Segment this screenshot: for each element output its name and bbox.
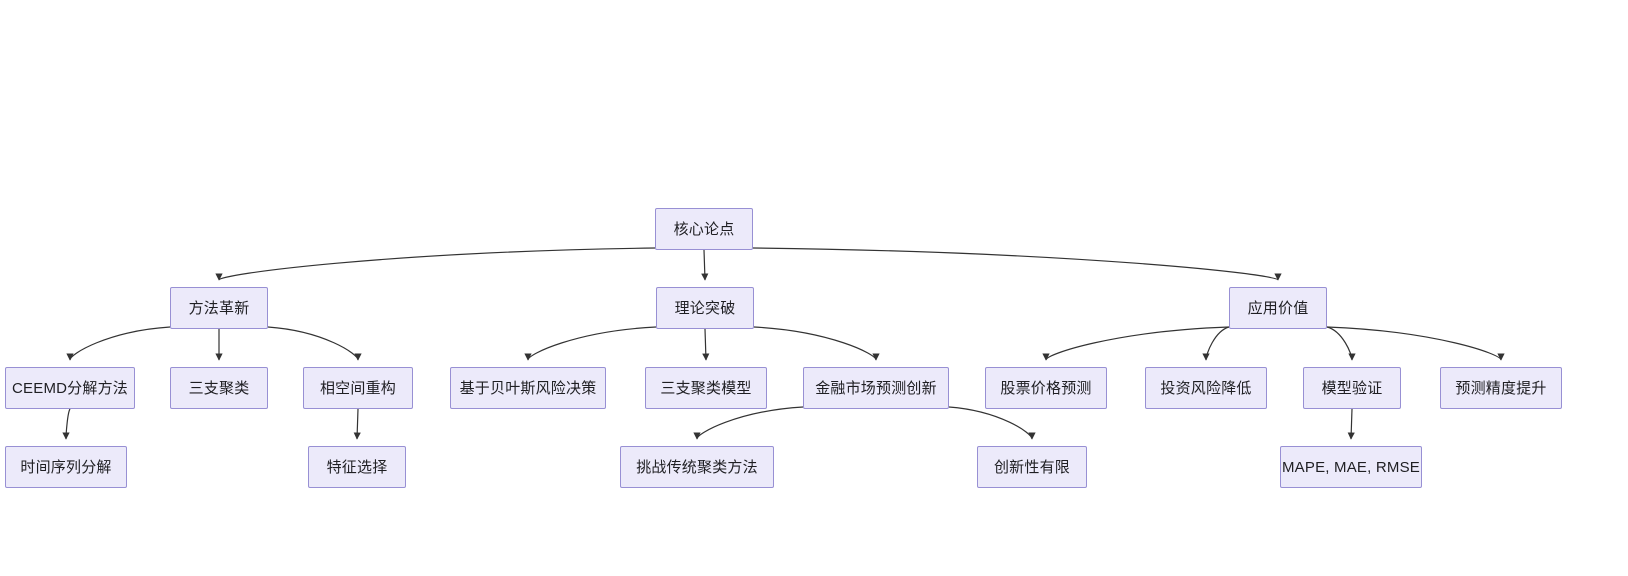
edge-root-to-m1 bbox=[215, 247, 656, 281]
edge-m3-to-c8 bbox=[1202, 326, 1230, 361]
node-label: CEEMD分解方法 bbox=[12, 379, 128, 397]
node-label: 基于贝叶斯风险决策 bbox=[459, 379, 597, 397]
edge-m2-to-c5 bbox=[702, 328, 710, 361]
node-c7[interactable]: 股票价格预测 bbox=[985, 367, 1107, 409]
edge-c9-to-d5 bbox=[1347, 408, 1355, 440]
edge-paths bbox=[62, 247, 1505, 440]
node-m3[interactable]: 应用价值 bbox=[1229, 287, 1327, 329]
node-c5[interactable]: 三支聚类模型 bbox=[645, 367, 767, 409]
edge-m1-to-c1 bbox=[66, 326, 171, 361]
node-label: 应用价值 bbox=[1247, 299, 1309, 317]
node-label: 核心论点 bbox=[673, 220, 735, 238]
edge-m3-to-c9 bbox=[1326, 326, 1356, 361]
node-label: 投资风险降低 bbox=[1160, 379, 1252, 397]
node-label: 预测精度提升 bbox=[1455, 379, 1547, 397]
edge-root-to-m2 bbox=[701, 249, 709, 281]
node-d3[interactable]: 挑战传统聚类方法 bbox=[620, 446, 774, 488]
edge-m3-to-c10 bbox=[1326, 326, 1505, 361]
node-c4[interactable]: 基于贝叶斯风险决策 bbox=[450, 367, 606, 409]
node-d2[interactable]: 特征选择 bbox=[308, 446, 406, 488]
node-label: 模型验证 bbox=[1321, 379, 1383, 397]
node-d1[interactable]: 时间序列分解 bbox=[5, 446, 127, 488]
edge-m3-to-c7 bbox=[1042, 326, 1230, 361]
edge-c3-to-d2 bbox=[353, 408, 361, 440]
node-label: 挑战传统聚类方法 bbox=[636, 458, 758, 476]
edge-m2-to-c4 bbox=[524, 326, 657, 361]
node-c3[interactable]: 相空间重构 bbox=[303, 367, 413, 409]
node-label: 创新性有限 bbox=[993, 458, 1070, 476]
edge-c1-to-d1 bbox=[62, 408, 71, 440]
edge-root-to-m3 bbox=[752, 247, 1282, 281]
node-label: 特征选择 bbox=[326, 458, 388, 476]
node-label: 时间序列分解 bbox=[20, 458, 112, 476]
node-label: 三支聚类 bbox=[188, 379, 250, 397]
node-label: 相空间重构 bbox=[319, 379, 396, 397]
edge-m2-to-c6 bbox=[753, 326, 880, 361]
node-d5[interactable]: MAPE, MAE, RMSE bbox=[1280, 446, 1422, 488]
node-label: 三支聚类模型 bbox=[660, 379, 752, 397]
node-d4[interactable]: 创新性有限 bbox=[977, 446, 1087, 488]
node-label: 金融市场预测创新 bbox=[815, 379, 937, 397]
edge-c6-to-d4 bbox=[948, 406, 1036, 440]
node-c10[interactable]: 预测精度提升 bbox=[1440, 367, 1562, 409]
node-c1[interactable]: CEEMD分解方法 bbox=[5, 367, 135, 409]
edge-m1-to-c3 bbox=[267, 326, 362, 361]
node-label: MAPE, MAE, RMSE bbox=[1281, 458, 1421, 476]
node-c2[interactable]: 三支聚类 bbox=[170, 367, 268, 409]
node-c6[interactable]: 金融市场预测创新 bbox=[803, 367, 949, 409]
edge-c6-to-d3 bbox=[693, 406, 804, 440]
node-c8[interactable]: 投资风险降低 bbox=[1145, 367, 1267, 409]
node-label: 方法革新 bbox=[188, 299, 250, 317]
node-label: 理论突破 bbox=[674, 299, 736, 317]
node-m1[interactable]: 方法革新 bbox=[170, 287, 268, 329]
node-c9[interactable]: 模型验证 bbox=[1303, 367, 1401, 409]
node-m2[interactable]: 理论突破 bbox=[656, 287, 754, 329]
node-label: 股票价格预测 bbox=[1000, 379, 1092, 397]
node-root[interactable]: 核心论点 bbox=[655, 208, 753, 250]
